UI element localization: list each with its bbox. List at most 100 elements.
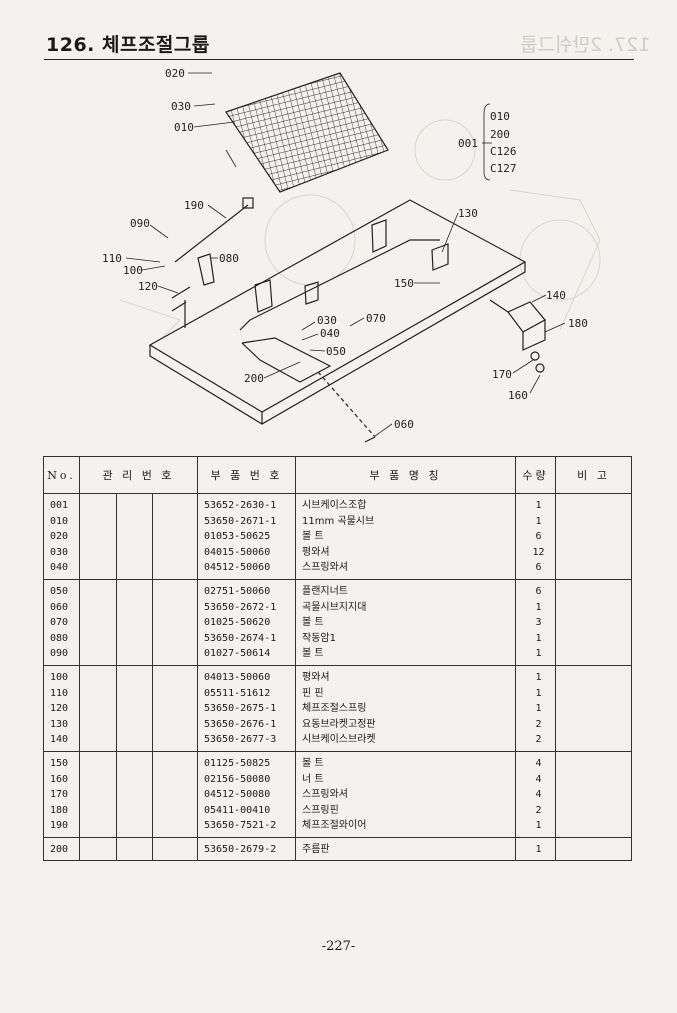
row-part-no: 53650-2677-3 <box>197 732 296 752</box>
row-management-no <box>79 750 198 772</box>
callout-190: 190 <box>184 199 204 212</box>
row-management-no <box>79 492 198 514</box>
row-remarks <box>555 578 632 600</box>
callout-090: 090 <box>130 217 150 230</box>
callout-110: 110 <box>102 252 122 265</box>
row-qty: 1 <box>515 492 556 514</box>
row-part-name: 평와셔 <box>295 664 516 686</box>
callout-c127: C127 <box>490 162 517 175</box>
row-no: 170 <box>43 787 80 803</box>
row-part-name: 스프링핀 <box>295 802 516 819</box>
row-qty: 1 <box>515 599 556 616</box>
row-no: 140 <box>43 732 80 752</box>
callout-030: 030 <box>171 100 191 113</box>
sieve-mesh <box>225 72 389 193</box>
row-no: 150 <box>43 750 80 772</box>
row-management-no <box>79 701 198 717</box>
row-part-name: 볼 트 <box>295 615 516 631</box>
row-qty: 4 <box>515 787 556 803</box>
row-part-name: 시브케이스조합 <box>295 492 516 514</box>
col-part-no: 부 품 번 호 <box>197 456 296 494</box>
row-remarks <box>555 664 632 686</box>
row-part-name: 시브케이스브라켓 <box>295 732 516 752</box>
row-management-no <box>79 529 198 545</box>
row-part-no: 04512-50080 <box>197 787 296 803</box>
callout-080: 080 <box>219 252 239 265</box>
row-remarks <box>555 716 632 733</box>
row-part-no: 05411-00410 <box>197 802 296 819</box>
row-qty: 1 <box>515 513 556 530</box>
row-part-no: 53652-2630-1 <box>197 492 296 514</box>
row-part-name: 곡물시브지지대 <box>295 599 516 616</box>
row-qty: 1 <box>515 664 556 686</box>
page-title: 126. 체프조절그룹 <box>46 34 210 56</box>
callout-060: 060 <box>394 418 414 431</box>
callout-130: 130 <box>458 207 478 220</box>
row-management-no <box>79 685 198 702</box>
row-no: 040 <box>43 560 80 580</box>
row-management-no <box>79 771 198 788</box>
row-no: 120 <box>43 701 80 717</box>
row-remarks <box>555 836 632 862</box>
chaff-wire <box>171 197 254 299</box>
callout-020: 020 <box>165 67 185 80</box>
row-remarks <box>555 560 632 580</box>
row-part-no: 53650-2672-1 <box>197 599 296 616</box>
row-part-name: 스프링와셔 <box>295 560 516 580</box>
row-management-no <box>79 787 198 803</box>
callout-140: 140 <box>546 289 566 302</box>
callout-030b: 030 <box>317 314 337 327</box>
row-no: 001 <box>43 492 80 514</box>
row-part-no: 53650-7521-2 <box>197 818 296 838</box>
row-management-no <box>79 836 198 862</box>
row-part-name: 핀 핀 <box>295 685 516 702</box>
row-no: 100 <box>43 664 80 686</box>
row-remarks <box>555 802 632 819</box>
table-header-row: No. 관 리 번 호 부 품 번 호 부 품 명 칭 수량 비 고 <box>43 456 632 494</box>
row-no: 190 <box>43 818 80 838</box>
row-remarks <box>555 646 632 666</box>
col-qty: 수량 <box>515 456 556 494</box>
row-part-no: 04512-50060 <box>197 560 296 580</box>
row-part-name: 스프링와셔 <box>295 787 516 803</box>
row-management-no <box>79 818 198 838</box>
callout-150: 150 <box>394 277 414 290</box>
row-part-no: 02156-50080 <box>197 771 296 788</box>
col-remarks: 비 고 <box>555 456 632 494</box>
row-remarks <box>555 630 632 647</box>
row-qty: 1 <box>515 701 556 717</box>
row-qty: 1 <box>515 818 556 838</box>
row-qty: 6 <box>515 578 556 600</box>
row-remarks <box>555 492 632 514</box>
callout-070: 070 <box>366 312 386 325</box>
row-qty: 6 <box>515 529 556 545</box>
row-part-name: 플랜지너트 <box>295 578 516 600</box>
row-management-no <box>79 599 198 616</box>
row-part-no: 02751-50060 <box>197 578 296 600</box>
row-no: 090 <box>43 646 80 666</box>
row-management-no <box>79 630 198 647</box>
row-remarks <box>555 732 632 752</box>
row-no: 010 <box>43 513 80 530</box>
case-bracket <box>489 299 546 373</box>
row-no: 020 <box>43 529 80 545</box>
row-remarks <box>555 544 632 561</box>
row-management-no <box>79 802 198 819</box>
row-qty: 12 <box>515 544 556 561</box>
callout-r200: 200 <box>490 128 510 141</box>
row-management-no <box>79 716 198 733</box>
row-remarks <box>555 615 632 631</box>
